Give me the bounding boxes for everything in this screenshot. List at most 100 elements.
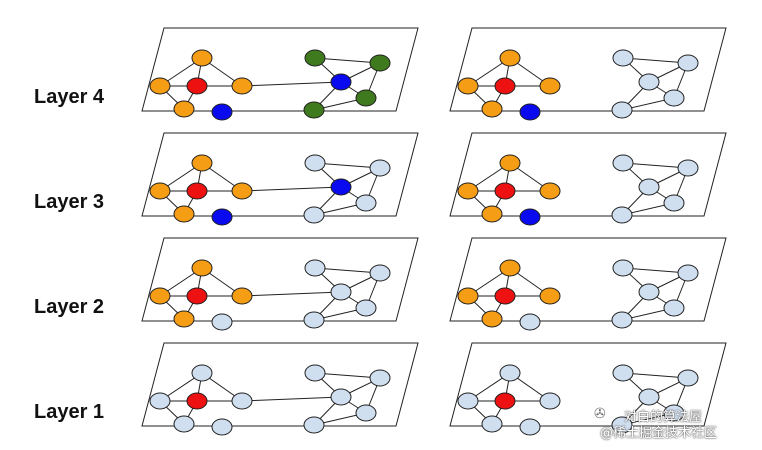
graph-edge <box>622 267 689 274</box>
graph-node-light <box>519 313 541 331</box>
graph-node-light <box>612 364 634 382</box>
graph-node-light <box>355 404 377 422</box>
graph-node-green <box>304 49 326 67</box>
panel-plane <box>449 27 727 112</box>
graph-node-light <box>304 364 326 382</box>
graph-node-green <box>303 101 325 119</box>
graph-node-light <box>611 206 633 224</box>
graph-node-light <box>677 264 699 282</box>
graph-edge <box>241 396 342 402</box>
graph-edge <box>314 57 381 64</box>
graph-node-light <box>304 259 326 277</box>
graph-node-light <box>499 364 521 382</box>
panel-right-layer-1 <box>449 342 727 436</box>
graph-edge <box>622 372 689 379</box>
graph-node-blue <box>330 178 352 196</box>
watermark-title: 对白的算法屋 <box>624 410 703 425</box>
graph-node-orange <box>149 77 171 95</box>
watermark-source: @稀土掘金技术社区 <box>600 426 718 441</box>
graph-node-light <box>539 392 561 410</box>
graph-node-light <box>369 159 391 177</box>
graph-node-orange <box>457 77 479 95</box>
panel-right-layer-3 <box>449 132 727 226</box>
graph-node-orange <box>539 182 561 200</box>
graph-node-light <box>303 311 325 329</box>
graph-node-light <box>663 299 685 317</box>
graph-node-red <box>494 182 516 200</box>
panel-left-layer-4 <box>141 27 419 121</box>
graph-node-light <box>369 369 391 387</box>
graph-node-blue <box>211 208 233 226</box>
panel-plane <box>141 237 419 322</box>
graph-node-orange <box>481 310 503 328</box>
layer-label-2: Layer 2 <box>34 296 105 318</box>
graph-node-light <box>677 54 699 72</box>
graph-node-orange <box>457 287 479 305</box>
graph-node-orange <box>191 154 213 172</box>
graph-node-light <box>355 194 377 212</box>
graph-node-light <box>638 73 660 91</box>
graph-node-light <box>149 392 171 410</box>
graph-node-light <box>611 311 633 329</box>
graph-node-light <box>612 154 634 172</box>
graph-node-orange <box>499 154 521 172</box>
graph-node-light <box>211 313 233 331</box>
graph-edge <box>241 291 342 297</box>
graph-node-blue <box>330 73 352 91</box>
graph-node-red <box>494 392 516 410</box>
graph-node-light <box>638 283 660 301</box>
graph-edge <box>622 162 689 169</box>
graph-node-light <box>611 101 633 119</box>
graph-node-orange <box>173 310 195 328</box>
graph-node-blue <box>519 208 541 226</box>
graph-node-light <box>303 416 325 434</box>
graph-node-light <box>303 206 325 224</box>
graph-node-light <box>612 49 634 67</box>
graph-node-light <box>677 159 699 177</box>
graph-node-light <box>355 299 377 317</box>
graph-edge <box>314 372 381 379</box>
panel-left-layer-3 <box>141 132 419 226</box>
graph-edge <box>241 81 342 87</box>
graph-edge <box>314 162 381 169</box>
graph-node-light <box>173 415 195 433</box>
panel-plane <box>141 132 419 217</box>
layer-label-3: Layer 3 <box>34 191 105 213</box>
graph-node-orange <box>149 182 171 200</box>
graph-node-orange <box>173 100 195 118</box>
layer-label-4: Layer 4 <box>34 86 105 108</box>
graph-node-orange <box>539 287 561 305</box>
graph-node-light <box>612 259 634 277</box>
graph-edge <box>314 267 381 274</box>
panel-plane <box>449 342 727 427</box>
panel-plane <box>449 132 727 217</box>
graph-node-orange <box>481 205 503 223</box>
graph-node-red <box>186 392 208 410</box>
watermark: ✇ 对白的算法屋 @稀土掘金技术社区 <box>592 406 757 441</box>
panel-plane <box>449 237 727 322</box>
graph-node-orange <box>457 182 479 200</box>
panel-right-layer-4 <box>449 27 727 121</box>
graph-node-light <box>304 154 326 172</box>
graph-node-light <box>191 364 213 382</box>
graph-node-light <box>611 416 633 434</box>
panel-plane <box>141 342 419 427</box>
graph-node-orange <box>231 77 253 95</box>
wechat-icon: ✇ <box>594 406 606 422</box>
graph-node-red <box>494 287 516 305</box>
graph-node-red <box>186 182 208 200</box>
graph-node-light <box>231 392 253 410</box>
graph-node-orange <box>149 287 171 305</box>
graph-node-red <box>186 77 208 95</box>
graph-node-light <box>638 388 660 406</box>
graph-node-light <box>457 392 479 410</box>
graph-node-light <box>369 264 391 282</box>
graph-node-light <box>677 369 699 387</box>
graph-node-light <box>481 415 503 433</box>
panel-left-layer-1 <box>141 342 419 436</box>
graph-node-light <box>519 418 541 436</box>
layer-label-1: Layer 1 <box>34 401 105 423</box>
panel-plane <box>141 27 419 112</box>
graph-node-light <box>330 283 352 301</box>
